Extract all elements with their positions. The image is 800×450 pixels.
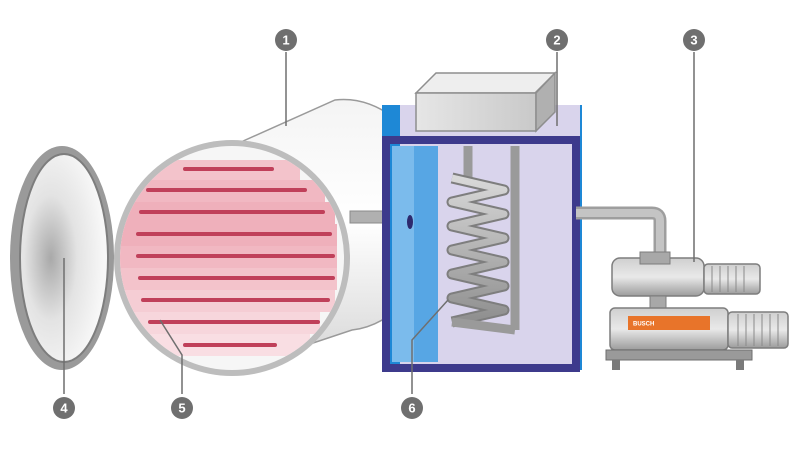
callout-6-label: 6	[408, 401, 415, 416]
callout-1: 1	[275, 29, 297, 51]
callout-4: 4	[53, 397, 75, 419]
chamber-door	[10, 146, 114, 370]
callout-3: 3	[683, 29, 705, 51]
callout-1-label: 1	[282, 33, 289, 48]
refrigeration-unit	[414, 71, 557, 133]
pump-brand-label: BUSCH	[633, 322, 654, 328]
callout-leaders	[63, 52, 695, 394]
callout-5-label: 5	[178, 401, 185, 416]
callout-6: 6	[401, 397, 423, 419]
callout-5: 5	[171, 397, 193, 419]
callout-2: 2	[546, 29, 568, 51]
callout-4-label: 4	[60, 401, 68, 416]
condenser-coil	[446, 146, 520, 335]
callout-2-label: 2	[553, 33, 560, 48]
callout-3-label: 3	[690, 33, 697, 48]
condenser-chamber	[382, 71, 667, 372]
vacuum-pump: BUSCH	[605, 251, 789, 370]
heating-elements	[120, 160, 337, 356]
